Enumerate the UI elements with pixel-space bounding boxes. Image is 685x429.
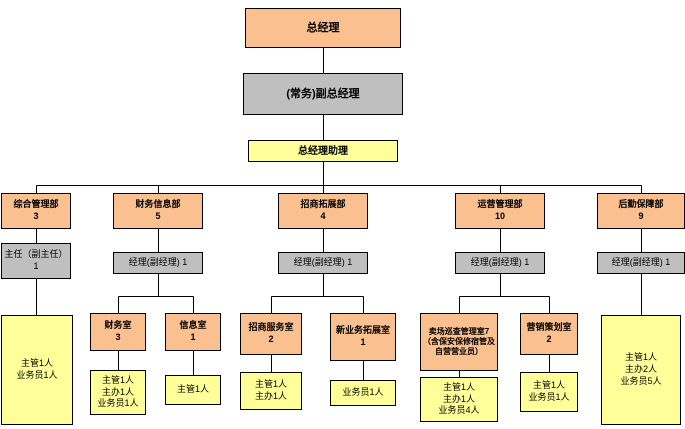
node-office-marketing: 营销策划室 2 xyxy=(520,313,578,355)
staff-label: 主管1人 xyxy=(176,384,209,395)
node-label: (常务)副总经理 xyxy=(286,87,360,100)
staff-label: 主管1人 主办2人 业务员5人 xyxy=(620,352,662,386)
staff-label: 主管1人 业务员1人 xyxy=(16,358,58,380)
dept-count: 10 xyxy=(494,211,505,221)
node-label: 总经理 xyxy=(306,21,340,34)
dept-name: 后勤保障部 xyxy=(618,199,664,210)
node-dept-logistics: 后勤保障部 9 xyxy=(597,193,685,229)
node-dept-finance-info: 财务信息部 5 xyxy=(113,193,203,229)
node-manager-logistics: 经理(副经理) 1 xyxy=(597,252,685,274)
node-staff-new-business: 业务员1人 xyxy=(330,380,396,406)
manager-label: 经理(副经理) 1 xyxy=(611,257,671,268)
node-office-finance: 财务室 3 xyxy=(90,313,146,351)
manager-label: 经理(副经理) 1 xyxy=(293,257,353,268)
node-staff-marketing: 主管1人 业务员1人 xyxy=(520,372,578,412)
office-name: 新业务拓展室 xyxy=(335,325,390,336)
manager-label: 主任（副主任） 1 xyxy=(4,249,68,271)
dept-count: 9 xyxy=(638,211,644,221)
node-gm-assistant: 总经理助理 xyxy=(248,140,398,162)
node-office-new-business: 新业务拓展室 1 xyxy=(330,313,396,361)
node-office-investment-service: 招商服务室 2 xyxy=(240,313,302,355)
staff-label: 业务员1人 xyxy=(342,387,384,398)
office-count: 3 xyxy=(115,332,121,342)
node-staff-store-inspection: 主管1人 主办1人 业务员4人 xyxy=(420,377,498,422)
office-name: 卖场巡查管理室7（含保安保修宿管及自营营业员） xyxy=(423,327,495,356)
node-general-manager: 总经理 xyxy=(245,8,401,48)
node-label: 总经理助理 xyxy=(298,145,348,157)
node-staff-finance: 主管1人 主办1人 业务员1人 xyxy=(90,370,146,415)
staff-label: 主管1人 主办1人 业务员4人 xyxy=(438,381,480,416)
dept-count: 3 xyxy=(33,211,39,221)
staff-label: 主管1人 业务员1人 xyxy=(528,380,570,402)
node-staff-information: 主管1人 xyxy=(165,375,221,405)
dept-name: 招商拓展部 xyxy=(300,199,346,210)
staff-label: 主管1人 主办1人 业务员1人 xyxy=(97,374,139,409)
node-staff-logistics: 主管1人 主办2人 业务员5人 xyxy=(601,315,681,425)
office-name: 财务室 xyxy=(104,320,132,331)
node-office-store-inspection: 卖场巡查管理室7（含保安保修宿管及自营营业员） xyxy=(420,313,498,371)
office-count: 2 xyxy=(268,334,274,344)
office-count: 1 xyxy=(360,337,366,347)
node-manager-general-admin: 主任（副主任） 1 xyxy=(1,243,71,279)
node-manager-investment: 经理(副经理) 1 xyxy=(278,252,368,274)
node-deputy-general-manager: (常务)副总经理 xyxy=(243,73,403,115)
dept-name: 财务信息部 xyxy=(135,199,181,210)
node-staff-general-admin: 主管1人 业务员1人 xyxy=(1,315,73,425)
dept-count: 5 xyxy=(155,211,161,221)
node-dept-general-admin: 综合管理部 3 xyxy=(1,193,71,229)
node-manager-operations: 经理(副经理) 1 xyxy=(455,252,545,274)
node-dept-investment: 招商拓展部 4 xyxy=(278,193,368,229)
dept-count: 4 xyxy=(320,211,326,221)
node-manager-finance-info: 经理(副经理) 1 xyxy=(113,252,203,274)
office-count: 1 xyxy=(190,332,196,342)
node-office-information: 信息室 1 xyxy=(165,313,221,351)
office-name: 信息室 xyxy=(179,320,207,331)
office-name: 营销策划室 xyxy=(526,322,572,333)
manager-label: 经理(副经理) 1 xyxy=(470,257,530,268)
node-dept-operations: 运营管理部 10 xyxy=(455,193,545,229)
node-staff-investment-service: 主管1人 主办1人 xyxy=(240,372,302,410)
manager-label: 经理(副经理) 1 xyxy=(128,257,188,268)
dept-name: 综合管理部 xyxy=(13,199,59,210)
office-name: 招商服务室 xyxy=(248,322,294,333)
staff-label: 主管1人 主办1人 xyxy=(254,379,287,401)
office-count: 2 xyxy=(546,334,552,344)
dept-name: 运营管理部 xyxy=(477,199,523,210)
